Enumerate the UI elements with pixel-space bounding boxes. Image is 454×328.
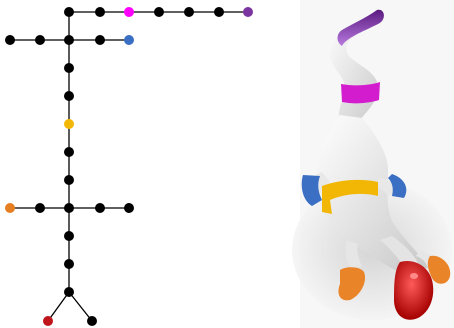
torso-band-segment (322, 179, 378, 214)
graph-edges (10, 11, 248, 322)
tail-tip-segment (337, 9, 384, 46)
graph-node (154, 7, 164, 17)
head-eye-highlight (410, 273, 418, 279)
graph-node (64, 287, 74, 297)
graph-node (64, 175, 74, 185)
graph-node (64, 7, 74, 17)
tail-band-segment (341, 82, 380, 104)
graph-edge (68, 291, 93, 322)
graph-node (184, 7, 194, 17)
graph-node (35, 35, 45, 45)
graph-node (124, 203, 134, 213)
graph-node (64, 91, 74, 101)
graph-node (64, 147, 74, 157)
segmented-creature-render (292, 0, 454, 328)
graph-node (64, 203, 74, 213)
graph-node (5, 35, 15, 45)
graph-node-highlighted (64, 119, 74, 129)
graph-edge (47, 291, 70, 322)
graph-node (64, 231, 74, 241)
graph-node-highlighted (5, 203, 15, 213)
graph-node (214, 7, 224, 17)
graph-node (64, 259, 74, 269)
graph-node (95, 35, 105, 45)
hind-left-foot (338, 267, 366, 301)
graph-node (95, 7, 105, 17)
front-right-foot (388, 174, 407, 198)
graph-node (64, 63, 74, 73)
graph-nodes (5, 7, 253, 326)
front-right-limb (376, 178, 398, 196)
graph-node (64, 35, 74, 45)
hind-left-limb (345, 240, 362, 270)
graph-node (95, 203, 105, 213)
graph-node-highlighted (124, 35, 134, 45)
graph-node (87, 316, 97, 326)
graph-node-highlighted (124, 7, 134, 17)
front-left-foot (301, 175, 322, 206)
graph-node (35, 203, 45, 213)
head-segment (394, 260, 434, 320)
graph-node-highlighted (243, 7, 253, 17)
skeleton-graph (5, 7, 253, 326)
hind-right-foot (427, 255, 451, 284)
graph-node-highlighted (43, 316, 53, 326)
